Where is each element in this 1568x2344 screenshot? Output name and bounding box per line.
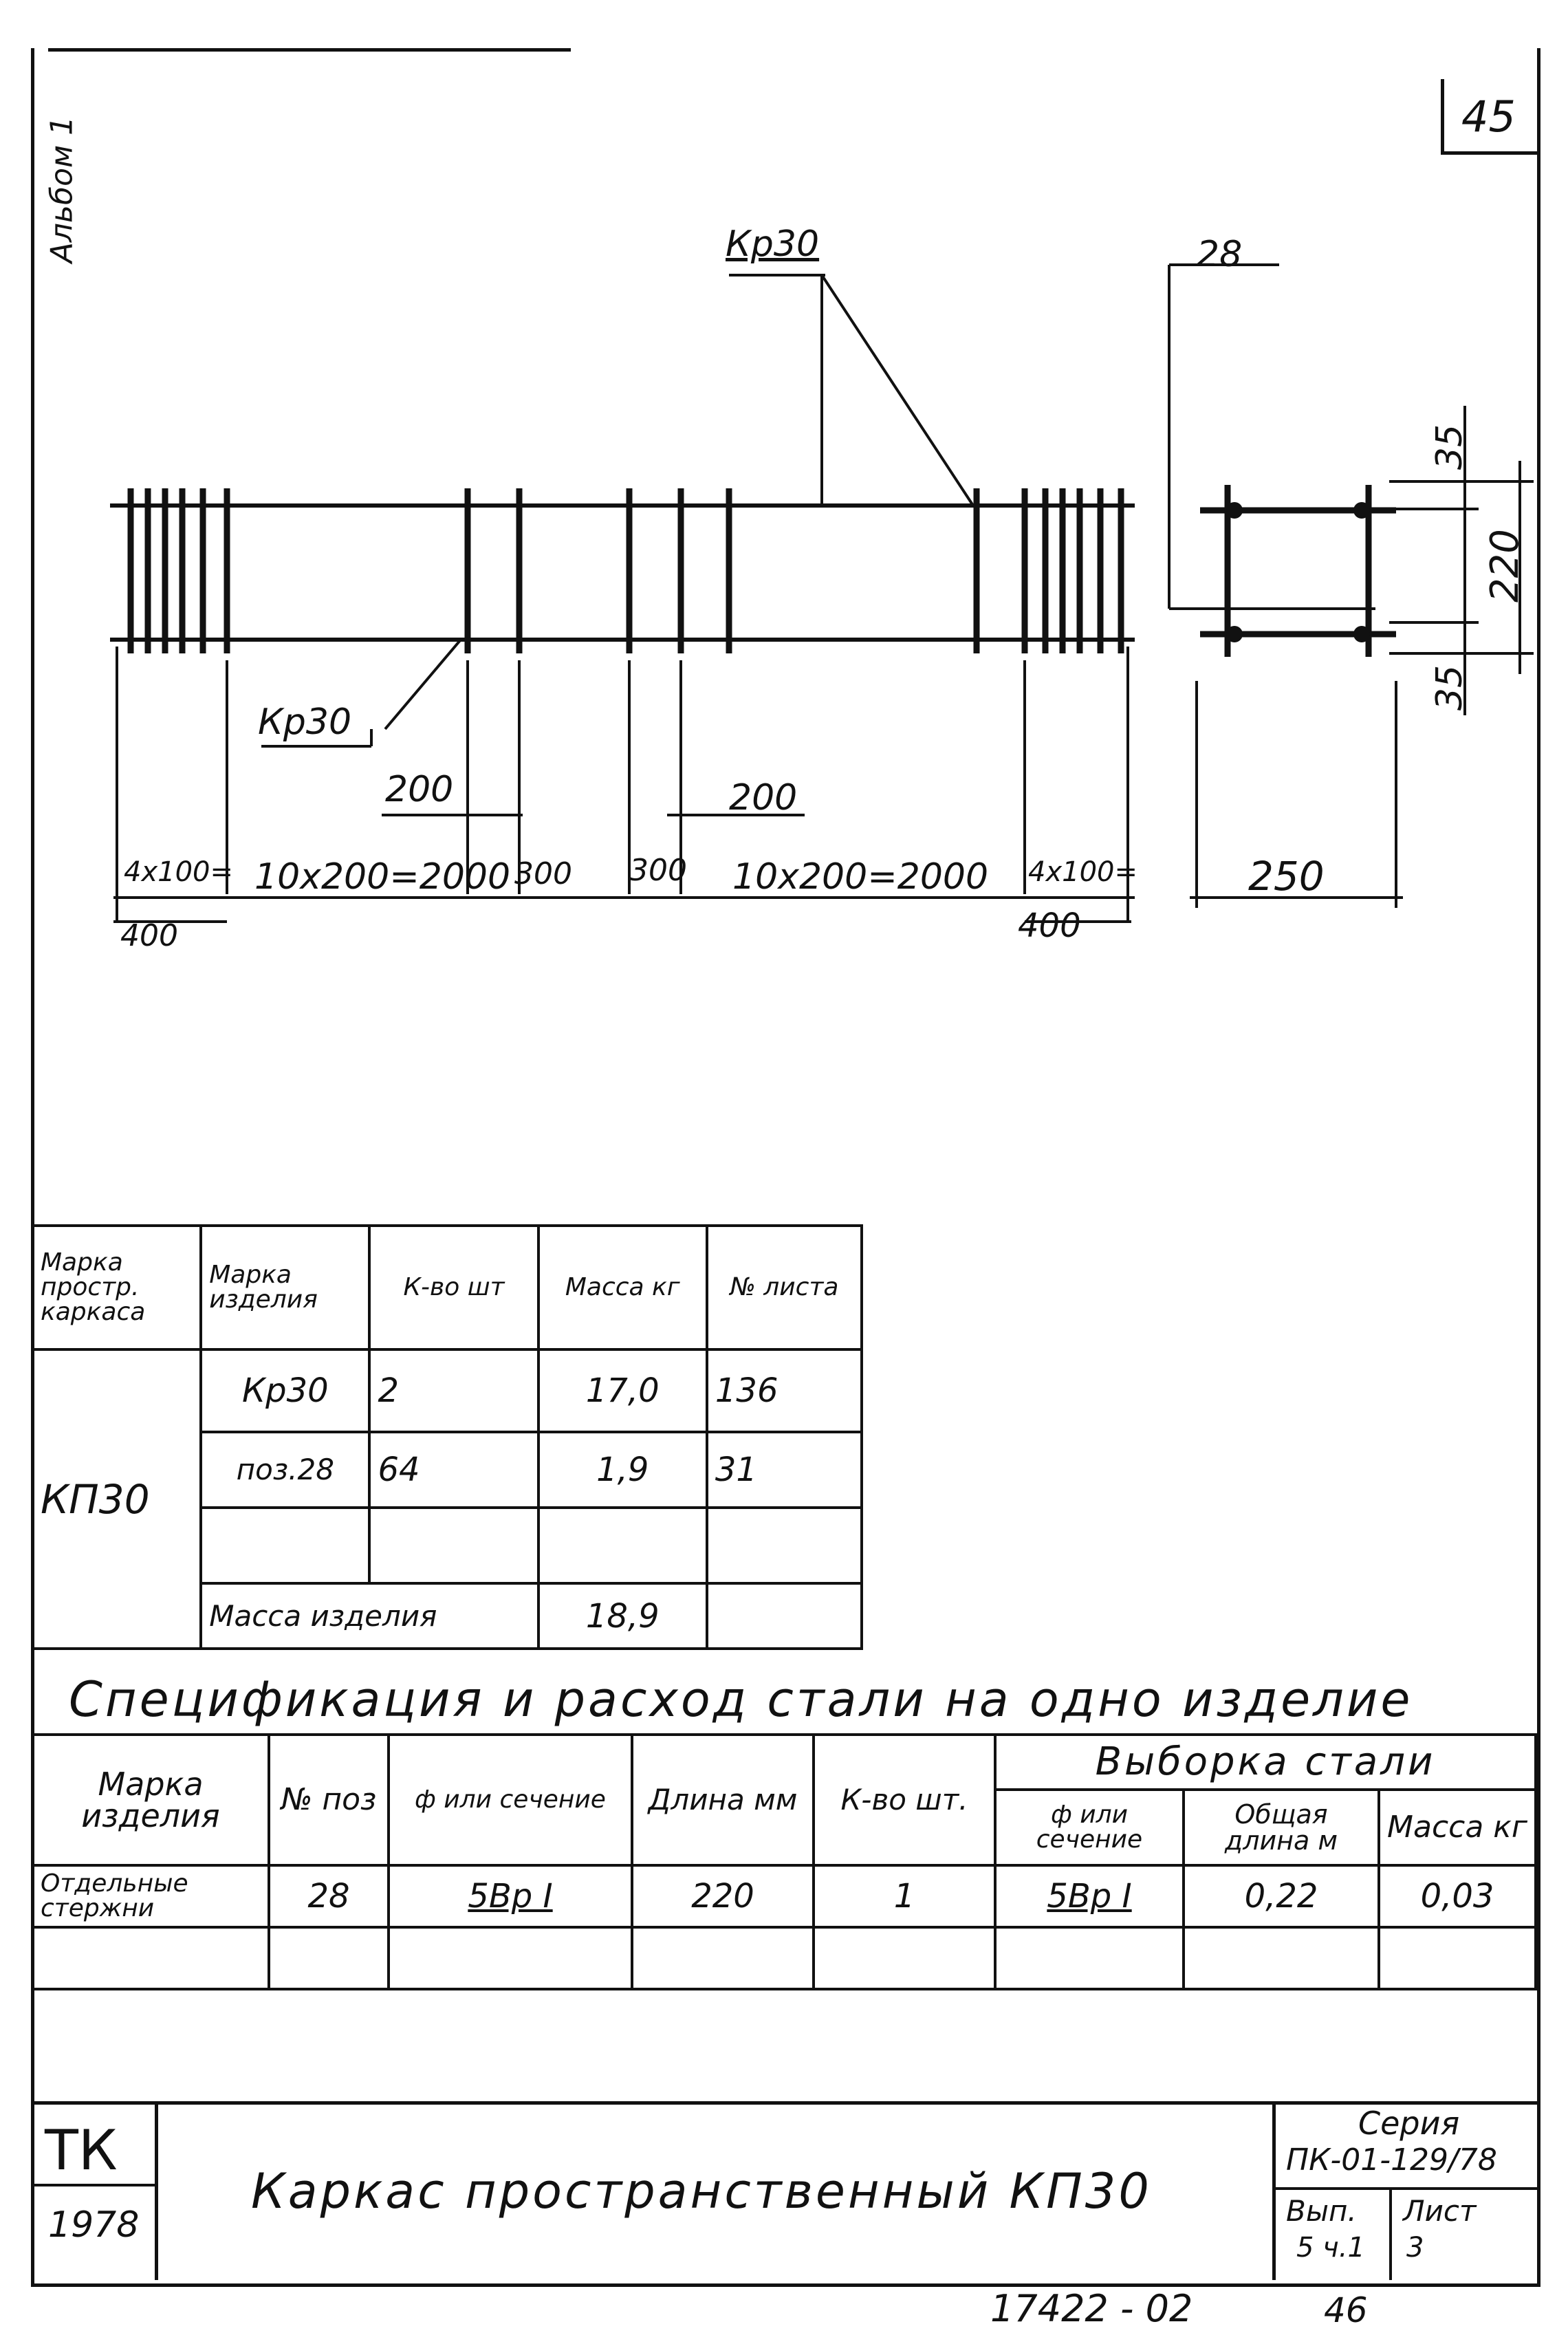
empty-cell — [631, 1926, 815, 1990]
row2-qty: 64 — [368, 1431, 540, 1509]
spec-table: Марка изделия № поз ф или сечение Длина … — [31, 1733, 1537, 1990]
empty-cell — [812, 1926, 997, 1990]
cell-item-mark: Отдельные стержни — [31, 1864, 270, 1929]
frame-mark-cell: КП30 — [30, 1348, 203, 1650]
row2-mass: 1,9 — [536, 1431, 708, 1509]
dim-35-top: 35 — [1429, 424, 1471, 470]
row1-mass: 17,0 — [536, 1348, 708, 1433]
hdr-section: ф или сечение — [387, 1733, 633, 1867]
org-cell: ТК 1978 — [31, 2101, 158, 2280]
label-28: 28 — [1197, 234, 1243, 275]
hdr-item-mark: Марка изделия — [31, 1733, 270, 1867]
total-mass: 18,9 — [536, 1582, 708, 1650]
title-block: ТК 1978 Каркас пространственный КП30 Сер… — [31, 2101, 1540, 2283]
transverse-bars — [127, 488, 1124, 653]
issue-sheet-divider — [1389, 2187, 1392, 2280]
dim-10x200-left: 10x200=2000 — [254, 856, 511, 898]
dim-220: 220 — [1482, 529, 1527, 603]
series-divider — [1276, 2187, 1540, 2190]
hdr-item-mark: Марка изделия — [199, 1224, 371, 1351]
dim-300-right: 300 — [629, 853, 687, 888]
row1-sheet: 136 — [705, 1348, 864, 1433]
empty-cell — [705, 1506, 864, 1585]
row1-qty: 2 — [368, 1348, 540, 1433]
empty-cell — [368, 1506, 540, 1585]
empty-cell — [268, 1926, 390, 1990]
empty-cell — [536, 1506, 708, 1585]
hdr-pos: № поз — [268, 1733, 390, 1867]
dim-200-right: 200 — [729, 777, 798, 818]
cell-total-length: 0,22 — [1182, 1864, 1380, 1929]
hdr-total-length: Общая длина м — [1182, 1788, 1380, 1867]
divider — [31, 2101, 1537, 2105]
row2-item: поз.28 — [199, 1431, 371, 1509]
hdr-sel-section: ф или сечение — [994, 1788, 1185, 1867]
composition-table: Марка простр. каркаса Марка изделия К-во… — [30, 1224, 864, 1650]
bottom-page: 46 — [1324, 2290, 1368, 2330]
dim-250: 250 — [1248, 853, 1325, 900]
cell-pos: 28 — [268, 1864, 390, 1929]
series-cell: Серия ПК-01-129/78 Вып. 5 ч.1 Лист 3 — [1272, 2101, 1540, 2280]
drawing-title: Каркас пространственный КП30 — [251, 2163, 1152, 2220]
dim-400-left: 400 — [120, 918, 178, 953]
dim-200-left: 200 — [385, 769, 454, 810]
drawing-frame — [31, 48, 1540, 2287]
total-label: Масса изделия — [199, 1582, 540, 1650]
empty-cell — [199, 1506, 371, 1585]
frame-drawing — [110, 263, 1534, 923]
hdr-frame-mark: Марка простр. каркаса — [30, 1224, 203, 1351]
empty-cell — [705, 1582, 864, 1650]
empty-cell — [31, 1926, 270, 1990]
issue-label: Вып. — [1286, 2194, 1357, 2228]
sheet-label: Лист — [1403, 2194, 1477, 2228]
row1-item: Кр30 — [199, 1348, 371, 1433]
series-value: ПК-01-129/78 — [1286, 2142, 1497, 2178]
spec-title: Спецификация и расход стали на одно изде… — [69, 1671, 1413, 1728]
page-number: 45 — [1461, 91, 1516, 142]
cell-sel-section: 5Вр I — [994, 1864, 1185, 1929]
hdr-qty: К-во шт — [368, 1224, 540, 1351]
cell-section: 5Вр I — [387, 1864, 633, 1929]
label-kr30-bottom: Кр30 — [258, 702, 352, 743]
dim-400-right: 400 — [1018, 907, 1081, 945]
hdr-sheet: № листа — [705, 1224, 864, 1351]
dim-35-bottom: 35 — [1429, 664, 1471, 711]
org-divider — [31, 2184, 155, 2186]
series-label: Серия — [1358, 2105, 1460, 2142]
cell-qty: 1 — [812, 1864, 997, 1929]
sheet-value: 3 — [1406, 2232, 1424, 2264]
hdr-length: Длина мм — [631, 1733, 815, 1867]
hdr-qty: К-во шт. — [812, 1733, 997, 1867]
label-kr30-top: Кр30 — [726, 224, 820, 265]
empty-cell — [387, 1926, 633, 1990]
dim-4x100-right: 4x100= — [1028, 856, 1137, 888]
page-number-box: 45 — [1441, 79, 1537, 155]
bottom-code: 17422 - 02 — [990, 2287, 1193, 2330]
year: 1978 — [48, 2204, 140, 2246]
cell-mass: 0,03 — [1378, 1864, 1537, 1929]
dim-10x200-right: 10x200=2000 — [732, 856, 989, 898]
empty-cell — [1182, 1926, 1380, 1990]
frame-top-line — [48, 48, 571, 52]
cell-length: 220 — [631, 1864, 815, 1929]
org-name: ТК — [45, 2118, 118, 2182]
issue-value: 5 ч.1 — [1296, 2232, 1365, 2264]
hdr-selection: Выборка стали — [994, 1733, 1537, 1791]
empty-cell — [994, 1926, 1185, 1990]
hdr-mass: Масса кг — [536, 1224, 708, 1351]
dim-4x100-left: 4x100= — [124, 856, 233, 888]
empty-cell — [1378, 1926, 1537, 1990]
dim-300-left: 300 — [514, 856, 572, 891]
hdr-mass: Масса кг — [1378, 1788, 1537, 1867]
row2-sheet: 31 — [705, 1431, 864, 1509]
